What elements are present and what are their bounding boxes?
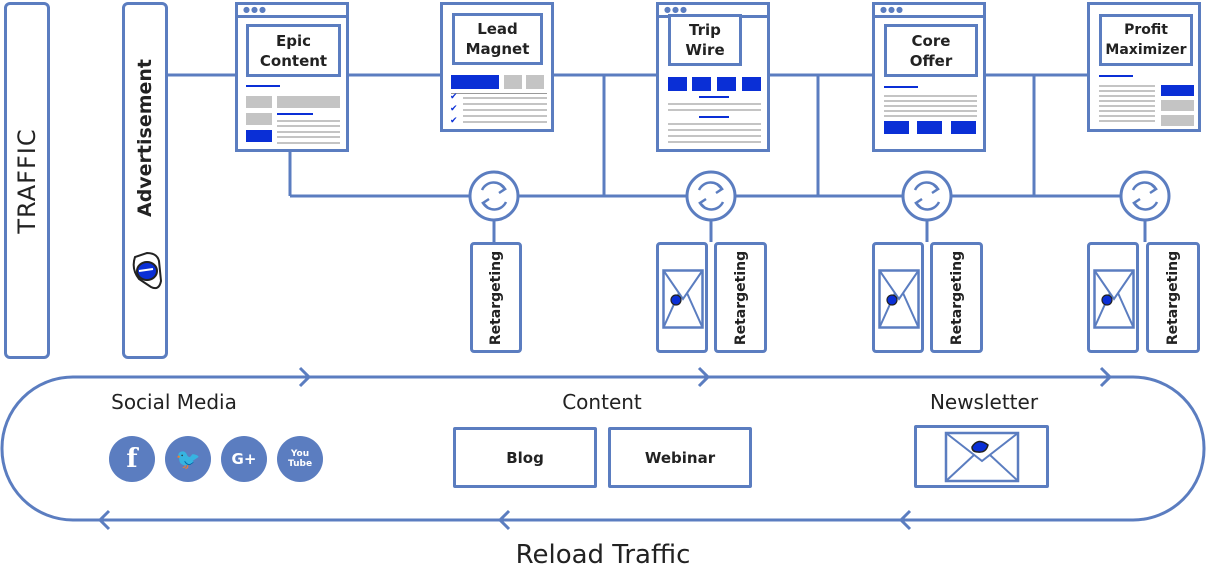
retargeting-box-4: Retargeting xyxy=(1146,242,1200,353)
reload-traffic-label: Reload Traffic xyxy=(515,540,691,570)
refresh-icons xyxy=(468,170,1171,222)
blog-box[interactable]: Blog xyxy=(453,427,597,488)
retargeting-box-1: Retargeting xyxy=(470,242,522,353)
envelope-icon xyxy=(944,431,1019,482)
social-media-label: Social Media xyxy=(111,390,237,414)
refresh-icon xyxy=(901,170,953,222)
retargeting-label: Retargeting xyxy=(488,250,504,345)
email-box-4 xyxy=(1087,242,1139,353)
google-plus-icon[interactable]: G+ xyxy=(221,436,267,482)
checklist-icons: ✔✔✔ xyxy=(450,92,458,126)
newsletter-box[interactable] xyxy=(914,425,1049,488)
advertisement-label: Advertisement xyxy=(134,59,156,218)
email-box-3 xyxy=(872,242,924,353)
webinar-box[interactable]: Webinar xyxy=(608,427,752,488)
retargeting-label: Retargeting xyxy=(1165,250,1181,345)
twitter-icon[interactable]: 🐦 xyxy=(165,436,211,482)
retargeting-box-3: Retargeting xyxy=(930,242,983,353)
retargeting-label: Retargeting xyxy=(948,250,965,345)
newsletter-label: Newsletter xyxy=(929,390,1039,414)
email-box-2 xyxy=(656,242,708,353)
megaphone-icon xyxy=(132,251,163,290)
content-label: Content xyxy=(562,390,642,414)
advertisement-column: Advertisement xyxy=(122,2,168,359)
envelope-icon xyxy=(1093,269,1135,329)
envelope-icon xyxy=(878,269,920,329)
traffic-column: TRAFFIC xyxy=(4,2,50,359)
retargeting-label: Retargeting xyxy=(732,250,749,345)
retargeting-box-2: Retargeting xyxy=(714,242,767,353)
youtube-icon[interactable]: You Tube xyxy=(277,436,323,482)
refresh-icon xyxy=(468,170,520,222)
envelope-icon xyxy=(662,269,704,329)
refresh-icon xyxy=(685,170,737,222)
facebook-icon[interactable]: f xyxy=(109,436,155,482)
traffic-label: TRAFFIC xyxy=(13,127,41,234)
refresh-icon xyxy=(1119,170,1171,222)
